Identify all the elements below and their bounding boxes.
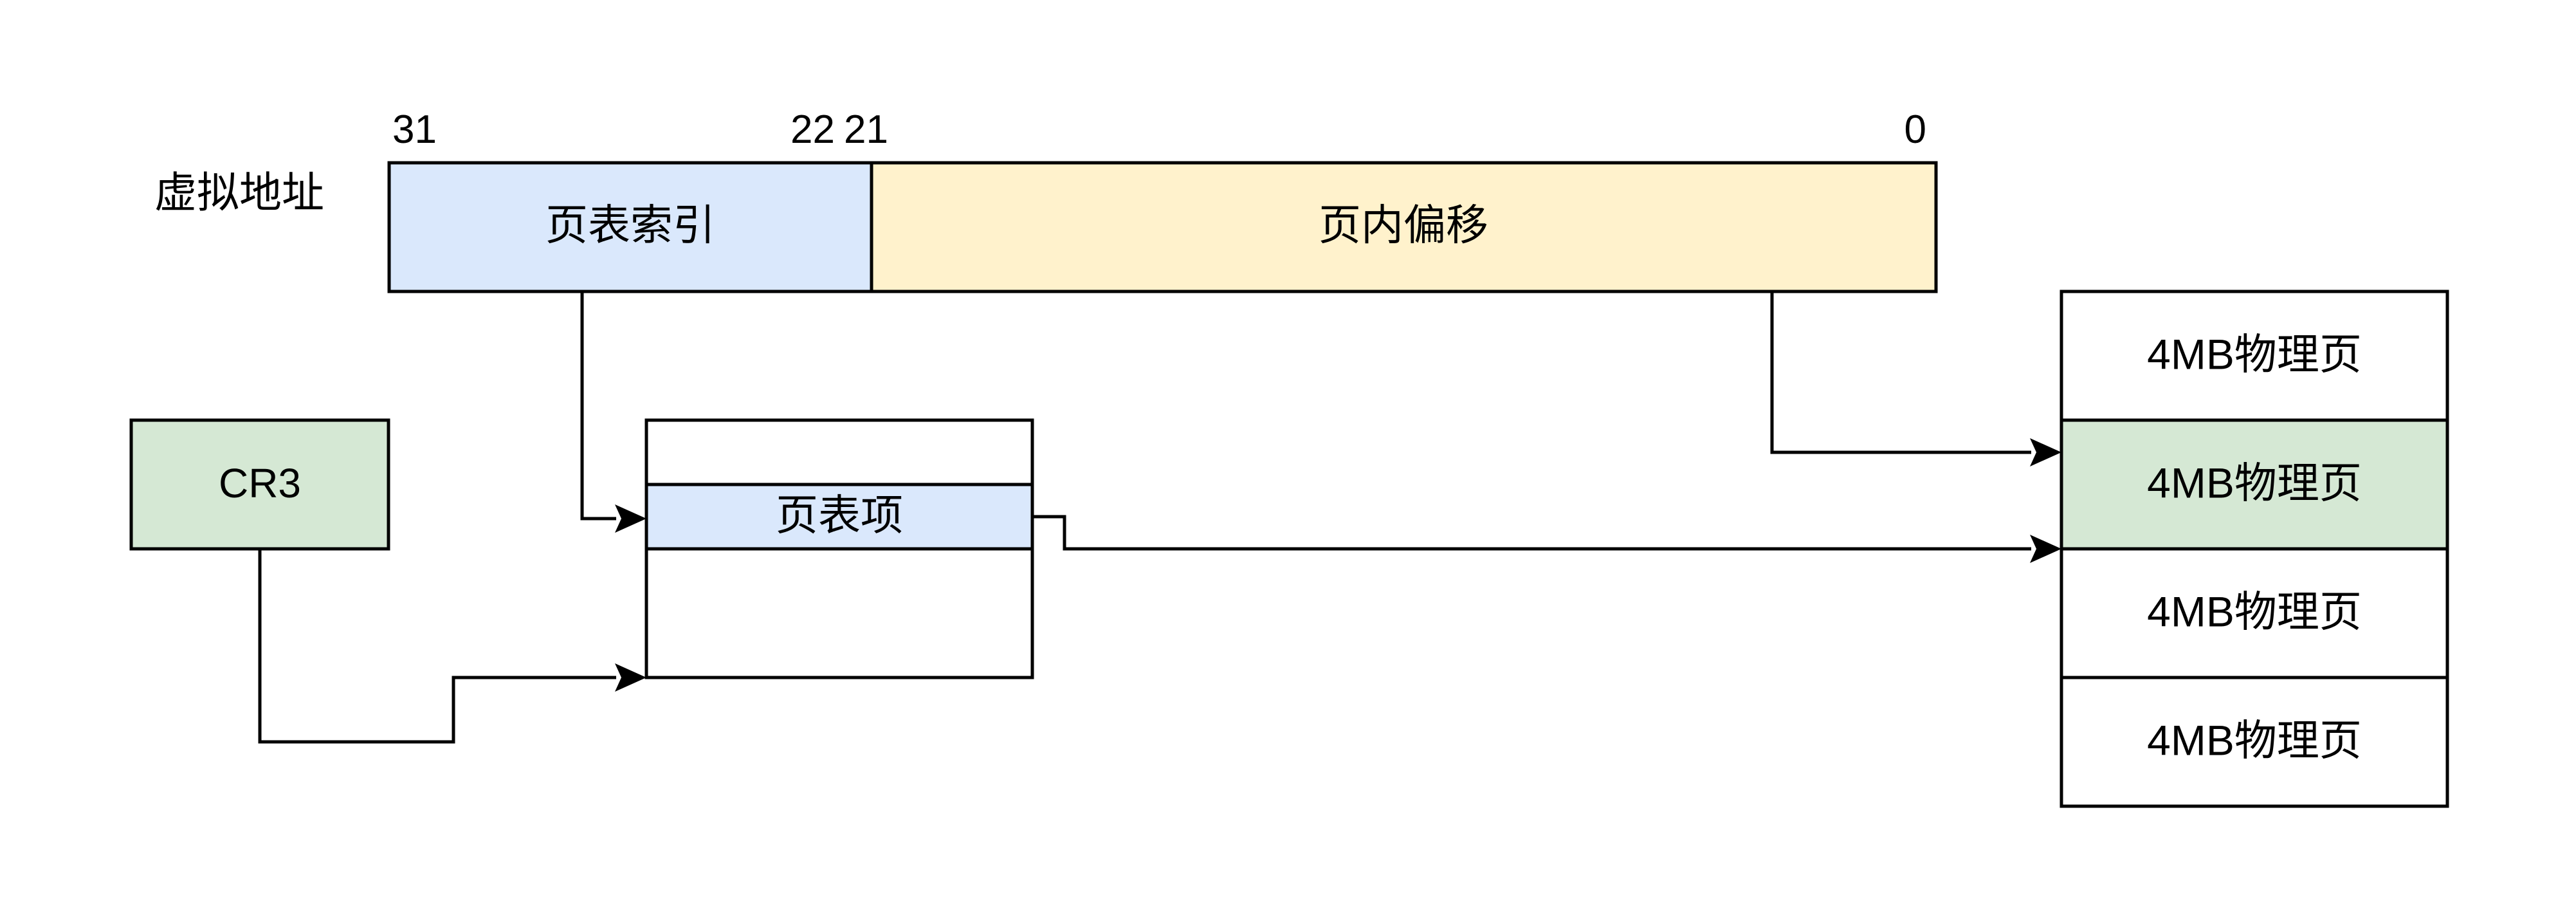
physical-page-label-2: 4MB物理页 bbox=[2147, 587, 2362, 635]
physical-page-1 bbox=[2060, 418, 2449, 551]
page-table: 页表项 bbox=[644, 418, 1034, 679]
page-offset-field bbox=[870, 161, 1938, 293]
page-offset-label: 页内偏移 bbox=[1319, 201, 1488, 248]
entry-to-page-arrowhead bbox=[2030, 535, 2061, 563]
index-to-entry-connector bbox=[580, 291, 616, 521]
physical-page-label-3: 4MB物理页 bbox=[2147, 716, 2362, 764]
physical-page-3 bbox=[2060, 676, 2449, 808]
bit-label-0: 0 bbox=[1905, 107, 1926, 152]
page-table-row-bottom bbox=[644, 547, 1034, 679]
page-table-row-top bbox=[644, 418, 1034, 486]
page-table-index-field bbox=[387, 161, 873, 293]
page-table-entry-label: 页表项 bbox=[776, 491, 903, 539]
bit-label-21: 21 bbox=[844, 107, 888, 152]
cr3-to-table-connector bbox=[258, 549, 616, 744]
offset-to-page-arrowhead bbox=[2030, 438, 2061, 466]
bit-label-31: 31 bbox=[392, 107, 437, 152]
cr3-to-table-arrowhead bbox=[615, 663, 646, 692]
bit-label-22: 22 bbox=[790, 107, 835, 152]
cr3-label: CR3 bbox=[219, 460, 301, 506]
virtual-address-label: 虚拟地址 bbox=[154, 169, 324, 216]
physical-page-label-0: 4MB物理页 bbox=[2147, 330, 2362, 378]
index-to-entry-arrowhead bbox=[615, 504, 646, 533]
entry-to-page-connector bbox=[1032, 515, 2031, 551]
physical-pages: 4MB物理页 4MB物理页 4MB物理页 4MB物理页 bbox=[2060, 290, 2449, 808]
cr3-register bbox=[129, 418, 390, 551]
physical-page-label-1: 4MB物理页 bbox=[2147, 459, 2362, 506]
offset-to-page-connector bbox=[1770, 291, 2031, 454]
page-table-index-label: 页表索引 bbox=[545, 201, 715, 248]
